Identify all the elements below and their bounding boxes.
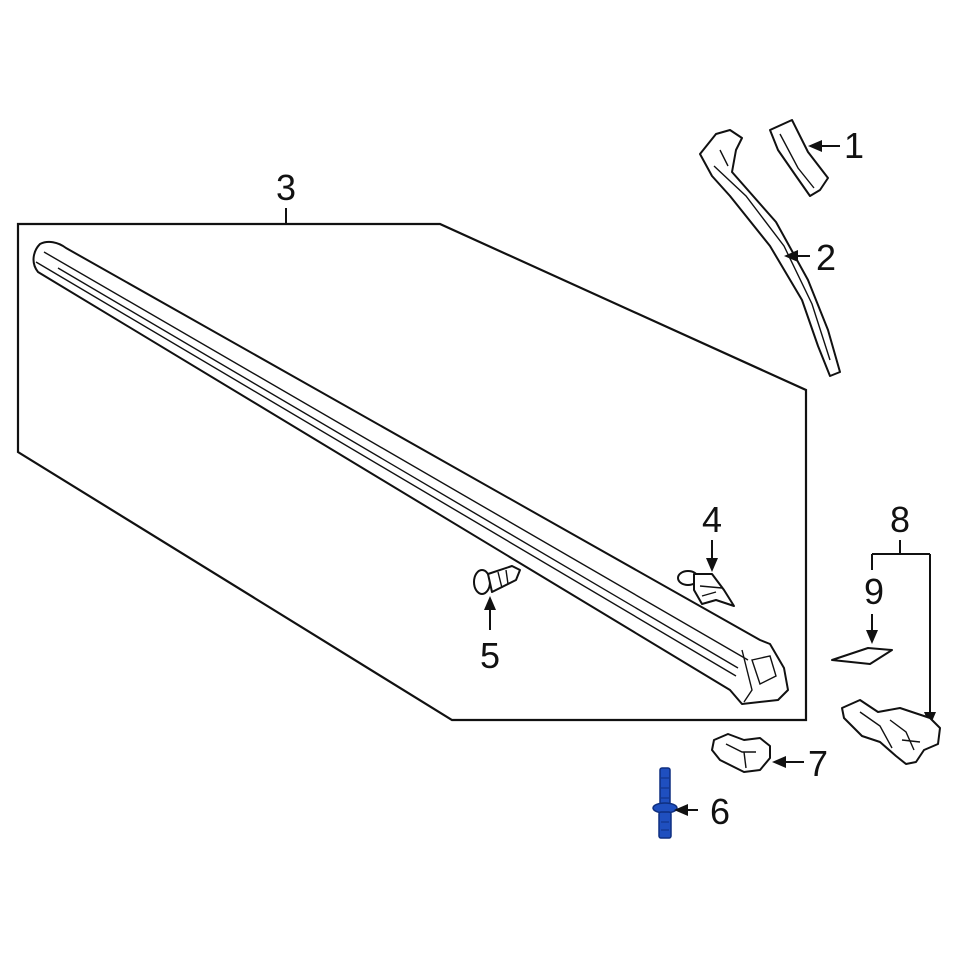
callout-4-label: 4 (702, 499, 722, 540)
callout-5-arrowhead (484, 596, 496, 610)
part-4-push-clip[interactable] (677, 570, 735, 607)
part-1-applique[interactable] (769, 119, 829, 197)
callout-6-label: 6 (710, 791, 730, 832)
callout-4-arrowhead (706, 558, 718, 572)
callout-7-label: 7 (808, 743, 828, 784)
callout-3-label: 3 (276, 167, 296, 208)
callout-2-label: 2 (816, 237, 836, 278)
part-8-bracket[interactable] (841, 699, 941, 765)
part-5-screw[interactable] (473, 565, 521, 595)
part-7-clip[interactable] (711, 733, 771, 773)
callout-9-label: 9 (864, 571, 884, 612)
callout-1-label: 1 (844, 125, 864, 166)
callout-2-arrowhead (784, 250, 798, 262)
callout-6-arrowhead (674, 804, 688, 816)
callout-7-arrowhead (772, 756, 786, 768)
part-6-stud[interactable] (652, 767, 678, 839)
part-9-pad[interactable] (831, 647, 893, 665)
part-2-pillar-molding[interactable] (699, 129, 841, 377)
callout-5-label: 5 (480, 635, 500, 676)
callout-1-arrowhead (808, 140, 822, 152)
callout-9-arrowhead (866, 630, 878, 644)
part-3-group-box (16, 222, 808, 722)
part-3-rocker-molding[interactable] (32, 240, 789, 705)
callout-8-label: 8 (890, 499, 910, 540)
